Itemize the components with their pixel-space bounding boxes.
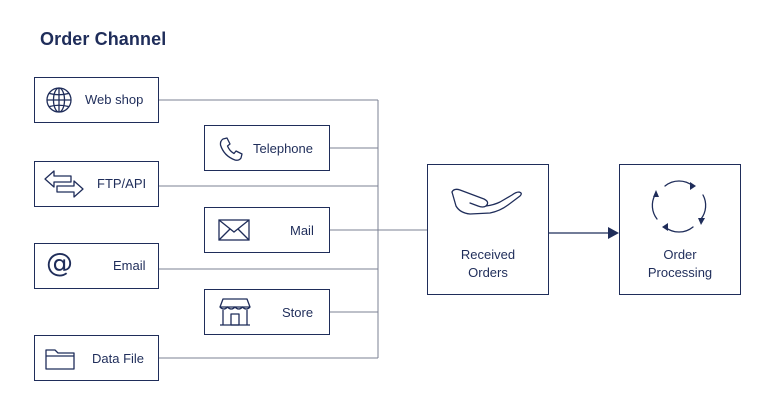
channel-label: Web shop bbox=[85, 92, 144, 107]
channel-label: Telephone bbox=[253, 141, 313, 156]
diagram-title: Order Channel bbox=[40, 29, 167, 49]
received-orders-box: Received Orders bbox=[427, 164, 549, 295]
folder-icon bbox=[45, 349, 75, 370]
order-processing-label: Order Processing bbox=[620, 246, 740, 282]
received-line1: Received bbox=[460, 247, 516, 262]
phone-icon bbox=[219, 137, 243, 161]
channel-ftp-api: FTP/API bbox=[34, 161, 159, 207]
received-line2: Orders bbox=[468, 265, 508, 280]
envelope-icon bbox=[218, 219, 250, 241]
transfer-arrows-icon bbox=[44, 170, 84, 198]
channel-mail: Mail bbox=[204, 207, 330, 253]
cycle-arrows-icon bbox=[651, 180, 707, 233]
hand-icon bbox=[451, 188, 522, 215]
globe-icon bbox=[46, 87, 72, 113]
at-icon: @ bbox=[46, 248, 73, 279]
channel-label: Store bbox=[282, 305, 314, 320]
channel-data-file: Data File bbox=[34, 335, 159, 381]
channel-email: @ Email bbox=[34, 243, 159, 289]
channel-web-shop: Web shop bbox=[34, 77, 159, 123]
channel-label: Data File bbox=[92, 351, 145, 366]
channel-label: Email bbox=[113, 258, 146, 273]
order-processing-box: Order Processing bbox=[619, 164, 741, 295]
storefront-icon bbox=[219, 298, 251, 326]
flow-arrow-head bbox=[608, 227, 619, 239]
channel-label: Mail bbox=[290, 223, 314, 238]
channel-label: FTP/API bbox=[97, 176, 147, 191]
processing-line1: Order bbox=[663, 247, 697, 262]
processing-line2: Processing bbox=[647, 265, 713, 280]
received-orders-label: Received Orders bbox=[428, 246, 548, 282]
channel-store: Store bbox=[204, 289, 330, 335]
channel-telephone: Telephone bbox=[204, 125, 330, 171]
